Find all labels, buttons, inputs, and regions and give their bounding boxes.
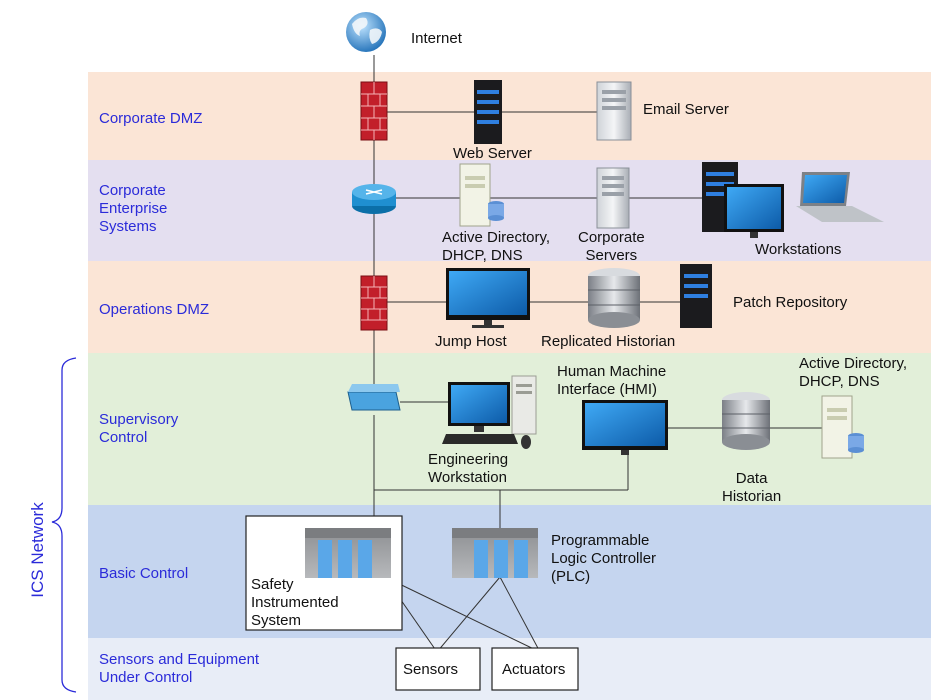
- connection-lines: [373, 55, 830, 653]
- band-supervisory: [88, 353, 931, 505]
- zone-label-line: Systems: [99, 218, 157, 235]
- sis-controller-icon: [305, 528, 391, 578]
- label-line: DHCP, DNS: [799, 373, 880, 390]
- directory-server-icon: [459, 163, 504, 227]
- zone-label-line: Sensors and Equipment: [99, 651, 260, 668]
- engineering-workstation-icon: [442, 375, 537, 449]
- data-historian-label: Data Historian: [722, 470, 781, 506]
- label-line: Workstation: [428, 469, 507, 486]
- link-sis-actuators: [384, 576, 541, 653]
- label-line: Safety: [251, 576, 294, 593]
- jump-host-label: Jump Host: [435, 333, 507, 350]
- zone-label-sensors-equipment: Sensors and Equipment Under Control: [99, 651, 259, 687]
- zone-label-corporate-dmz: Corporate DMZ: [99, 110, 203, 127]
- label-line: Human Machine: [557, 363, 667, 380]
- label-line: Engineering: [428, 451, 509, 468]
- zone-label-basic-control: Basic Control: [99, 565, 189, 582]
- link-plc-sensors: [436, 576, 501, 653]
- label-line: Corporate: [578, 229, 645, 246]
- band-corporate-dmz: [88, 72, 931, 160]
- firewall-icon: [360, 81, 388, 141]
- band-corporate-enterprise: [88, 160, 931, 261]
- zone-label-line: Supervisory: [99, 411, 179, 428]
- workstations-label: Workstations: [755, 241, 842, 258]
- corporate-servers-icon: [596, 167, 630, 229]
- sis-label: Safety Instrumented System: [251, 576, 339, 630]
- active-directory-sup-label: Active Directory, DHCP, DNS: [799, 355, 907, 391]
- hmi-label: Human Machine Interface (HMI): [557, 363, 666, 399]
- link-plc-actuators: [499, 576, 541, 653]
- label-line: Active Directory,: [442, 229, 551, 246]
- patch-repository-icon: [680, 264, 712, 328]
- plc-icon: [452, 528, 538, 578]
- zone-label-supervisory: Supervisory Control: [99, 411, 178, 447]
- corporate-servers-label: Corporate Servers: [578, 229, 645, 265]
- label-line: Historian: [722, 488, 782, 505]
- email-server-icon: [596, 81, 632, 141]
- label-line: Servers: [585, 247, 638, 264]
- label-line: DHCP, DNS: [442, 247, 523, 264]
- plc-label: Programmable Logic Controller (PLC): [551, 532, 656, 586]
- label-line: Interface (HMI): [557, 381, 658, 398]
- label-line: Instrumented: [251, 594, 339, 611]
- globe-icon: [346, 12, 386, 52]
- label-line: Active Directory,: [799, 355, 908, 372]
- actuators-box: [491, 647, 579, 691]
- workstation-monitor-icon: [724, 184, 784, 238]
- replicated-historian-label: Replicated Historian: [541, 333, 676, 350]
- directory-server-icon: [821, 395, 864, 459]
- switch-icon: [347, 384, 401, 411]
- zone-label-line: Under Control: [99, 669, 193, 686]
- laptop-icon: [796, 172, 884, 222]
- label-line: (PLC): [551, 568, 591, 585]
- web-server-label: Web Server: [453, 145, 532, 162]
- zone-label-line: Corporate: [99, 182, 166, 199]
- jump-host-icon: [446, 268, 530, 328]
- replicated-historian-icon: [588, 268, 640, 328]
- data-historian-icon: [722, 392, 770, 450]
- ics-network-bracket: [51, 357, 77, 693]
- web-server-icon: [474, 80, 502, 144]
- sensors-box: [395, 647, 481, 691]
- sensors-label: Sensors: [403, 661, 459, 678]
- engineering-workstation-label: Engineering Workstation: [428, 451, 508, 487]
- actuators-label: Actuators: [502, 661, 566, 678]
- zone-label-operations-dmz: Operations DMZ: [99, 301, 210, 318]
- router-icon: [352, 184, 396, 214]
- label-line: Data: [735, 470, 768, 487]
- zone-label-line: Control: [99, 429, 148, 446]
- label-line: Logic Controller: [551, 550, 657, 567]
- active-directory-corp-label: Active Directory, DHCP, DNS: [442, 229, 550, 265]
- zone-label-corporate-enterprise: Corporate Enterprise Systems: [99, 182, 167, 236]
- label-line: Programmable: [551, 532, 650, 549]
- internet-label: Internet: [411, 30, 462, 47]
- label-line: System: [251, 612, 302, 629]
- firewall-icon: [360, 275, 388, 331]
- hmi-icon: [582, 400, 668, 455]
- patch-repository-label: Patch Repository: [733, 294, 848, 311]
- zone-label-line: Enterprise: [99, 200, 168, 217]
- email-server-label: Email Server: [643, 101, 729, 118]
